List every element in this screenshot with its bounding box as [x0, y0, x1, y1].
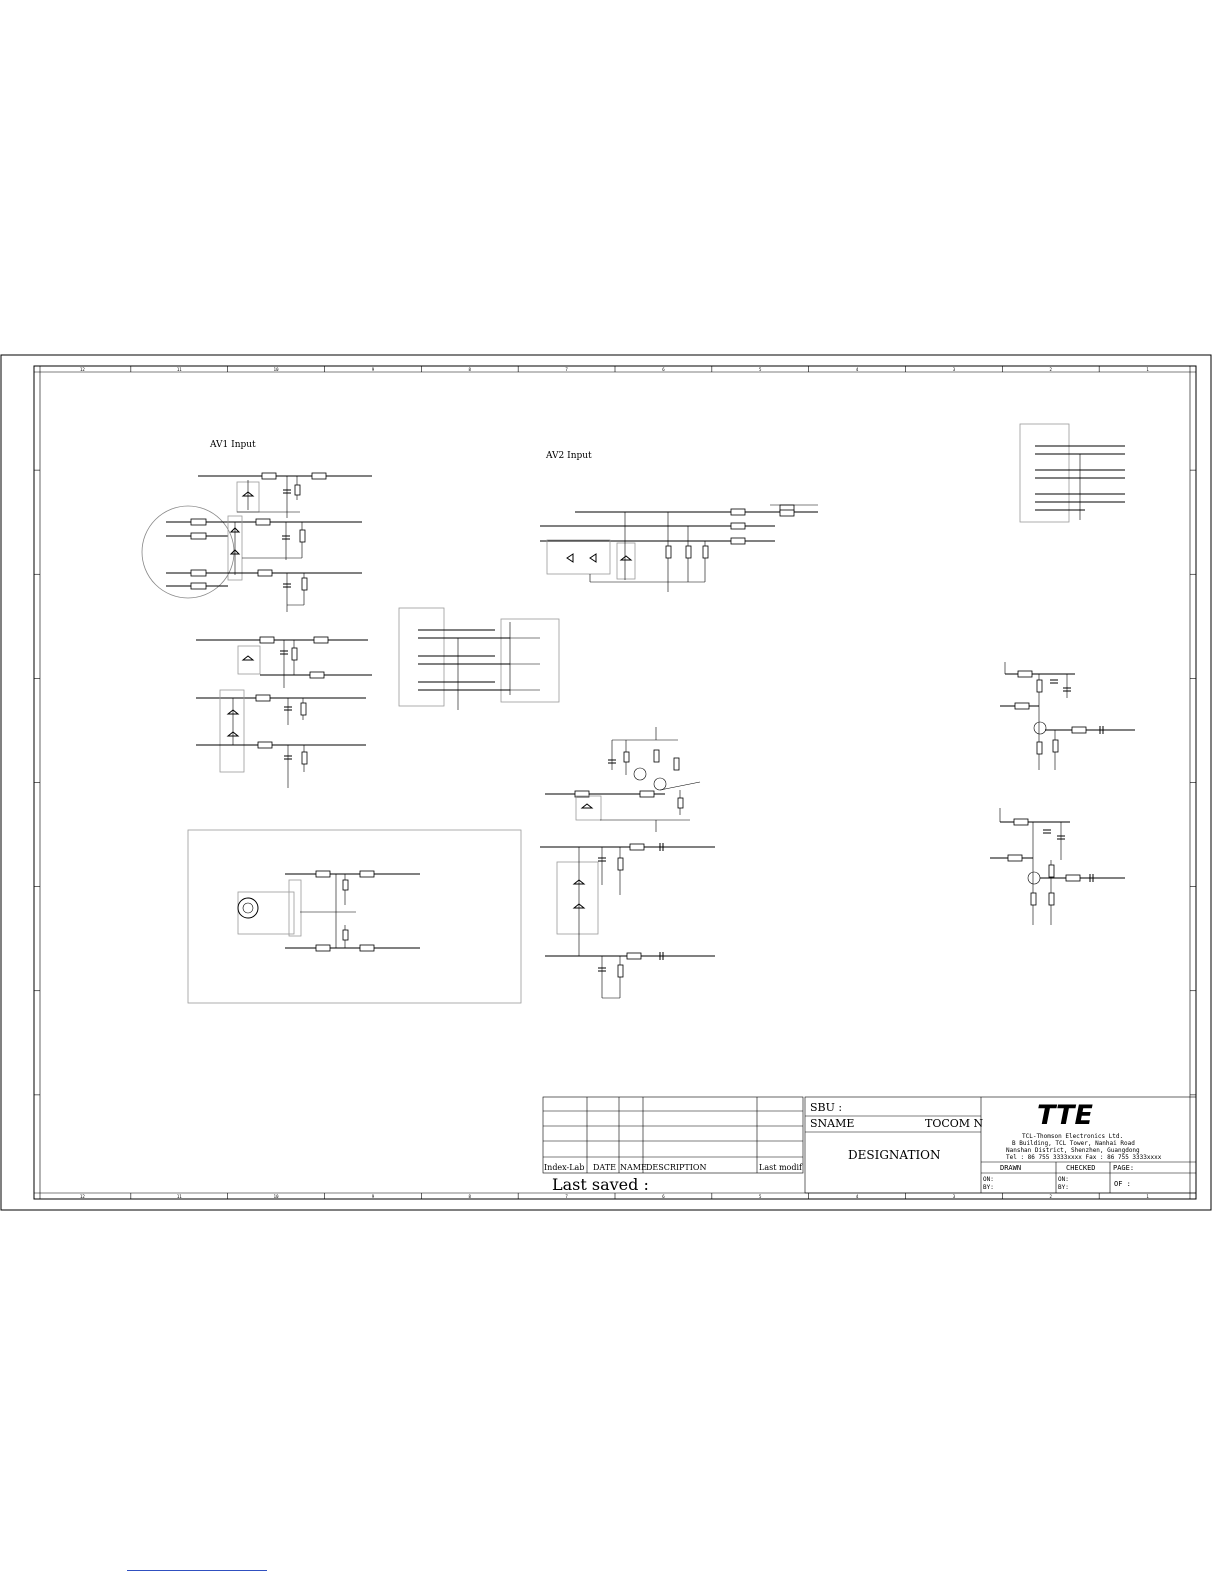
av1-rca-jack-outline — [141, 505, 235, 599]
revision-table: Index-Lab DATE NAME DESCRIPTION Last mod… — [542, 1096, 804, 1194]
scart-switch-connector — [398, 607, 560, 710]
border-column-label-bottom: 1 — [1146, 1194, 1149, 1199]
border-column-label-top: 9 — [372, 367, 375, 372]
border-column-label-bottom: 10 — [274, 1194, 279, 1199]
border-column-label-bottom: 7 — [565, 1194, 568, 1199]
company-line-4: Tel : 86 755 3333xxxx Fax : 86 755 3333x… — [1006, 1154, 1162, 1161]
border-column-label-bottom: 2 — [1050, 1194, 1053, 1199]
av1-input-circuit — [141, 472, 372, 788]
rev-header-index: Index-Lab — [544, 1163, 584, 1172]
title-block: SBU : SNAME TOCOM N DESIGNATION TTE TCL-… — [804, 1096, 1197, 1194]
border-column-label-top: 12 — [80, 367, 85, 372]
company-line-3: Nanshan District, Shenzhen, Guangdong — [1006, 1147, 1140, 1154]
border-column-label-top: 10 — [274, 367, 279, 372]
rev-header-description: DESCRIPTION — [646, 1163, 706, 1172]
rev-header-last-modif: Last modif — [759, 1163, 803, 1172]
sbu-label: SBU : — [810, 1101, 842, 1114]
av2-section-title: AV2 Input — [545, 451, 592, 461]
border-column-label-top: 11 — [177, 367, 182, 372]
checked-on-label: ON: — [1058, 1176, 1069, 1183]
av1-section-title: AV1 Input — [209, 440, 256, 450]
right-audio-circuit-2 — [990, 808, 1125, 925]
rev-header-date: DATE — [593, 1163, 616, 1172]
company-logo: TTE — [1037, 1100, 1093, 1131]
rev-header-name: NAME — [620, 1163, 647, 1172]
border-column-label-bottom: 5 — [759, 1194, 762, 1199]
last-saved-label: Last saved : — [552, 1175, 649, 1194]
designation-label: DESIGNATION — [848, 1148, 941, 1162]
video-buffer-circuit — [540, 727, 715, 999]
border-column-label-top: 4 — [856, 367, 859, 372]
border-column-label-bottom: 9 — [372, 1194, 375, 1199]
border-zone-grid: 12 11 10 9 8 7 6 5 4 3 2 1 12 11 10 9 8 7 6 5 4 3 2 1 — [33, 365, 1197, 1200]
checked-label: CHECKED — [1066, 1164, 1096, 1172]
border-column-label-bottom: 11 — [177, 1194, 182, 1199]
border-column-label-top: 8 — [469, 367, 472, 372]
company-line-1: TCL-Thomson Electronics Ltd. — [1022, 1133, 1123, 1140]
sname-label: SNAME — [810, 1117, 854, 1130]
company-line-2: B Building, TCL Tower, Nanhai Road — [1012, 1140, 1135, 1147]
sheet-inner-frame — [33, 365, 1197, 1200]
tocom-label: TOCOM N — [925, 1117, 984, 1130]
border-column-label-top: 2 — [1050, 367, 1053, 372]
drawn-by-label: BY: — [983, 1184, 994, 1191]
border-column-label-top: 6 — [662, 367, 665, 372]
border-column-label-bottom: 6 — [662, 1194, 665, 1199]
footer-link-underline[interactable] — [127, 1570, 267, 1571]
sheet-outer-frame — [0, 354, 1212, 1211]
border-column-label-bottom: 4 — [856, 1194, 859, 1199]
page-label: PAGE: — [1113, 1164, 1134, 1172]
output-connector-block — [1019, 423, 1125, 523]
border-column-label-bottom: 3 — [953, 1194, 956, 1199]
av2-input-circuit — [540, 504, 818, 592]
border-column-label-top: 7 — [565, 367, 568, 372]
drawn-on-label: ON: — [983, 1176, 994, 1183]
drawn-label: DRAWN — [1000, 1164, 1021, 1172]
checked-by-label: BY: — [1058, 1184, 1069, 1191]
component-input-circuit — [187, 829, 522, 1004]
border-column-label-top: 5 — [759, 367, 762, 372]
of-label: OF : — [1114, 1180, 1131, 1188]
border-column-label-top: 3 — [953, 367, 956, 372]
border-column-label-bottom: 8 — [469, 1194, 472, 1199]
right-audio-circuit-1 — [1000, 662, 1135, 770]
border-column-label-top: 1 — [1146, 367, 1149, 372]
border-column-label-bottom: 12 — [80, 1194, 85, 1199]
